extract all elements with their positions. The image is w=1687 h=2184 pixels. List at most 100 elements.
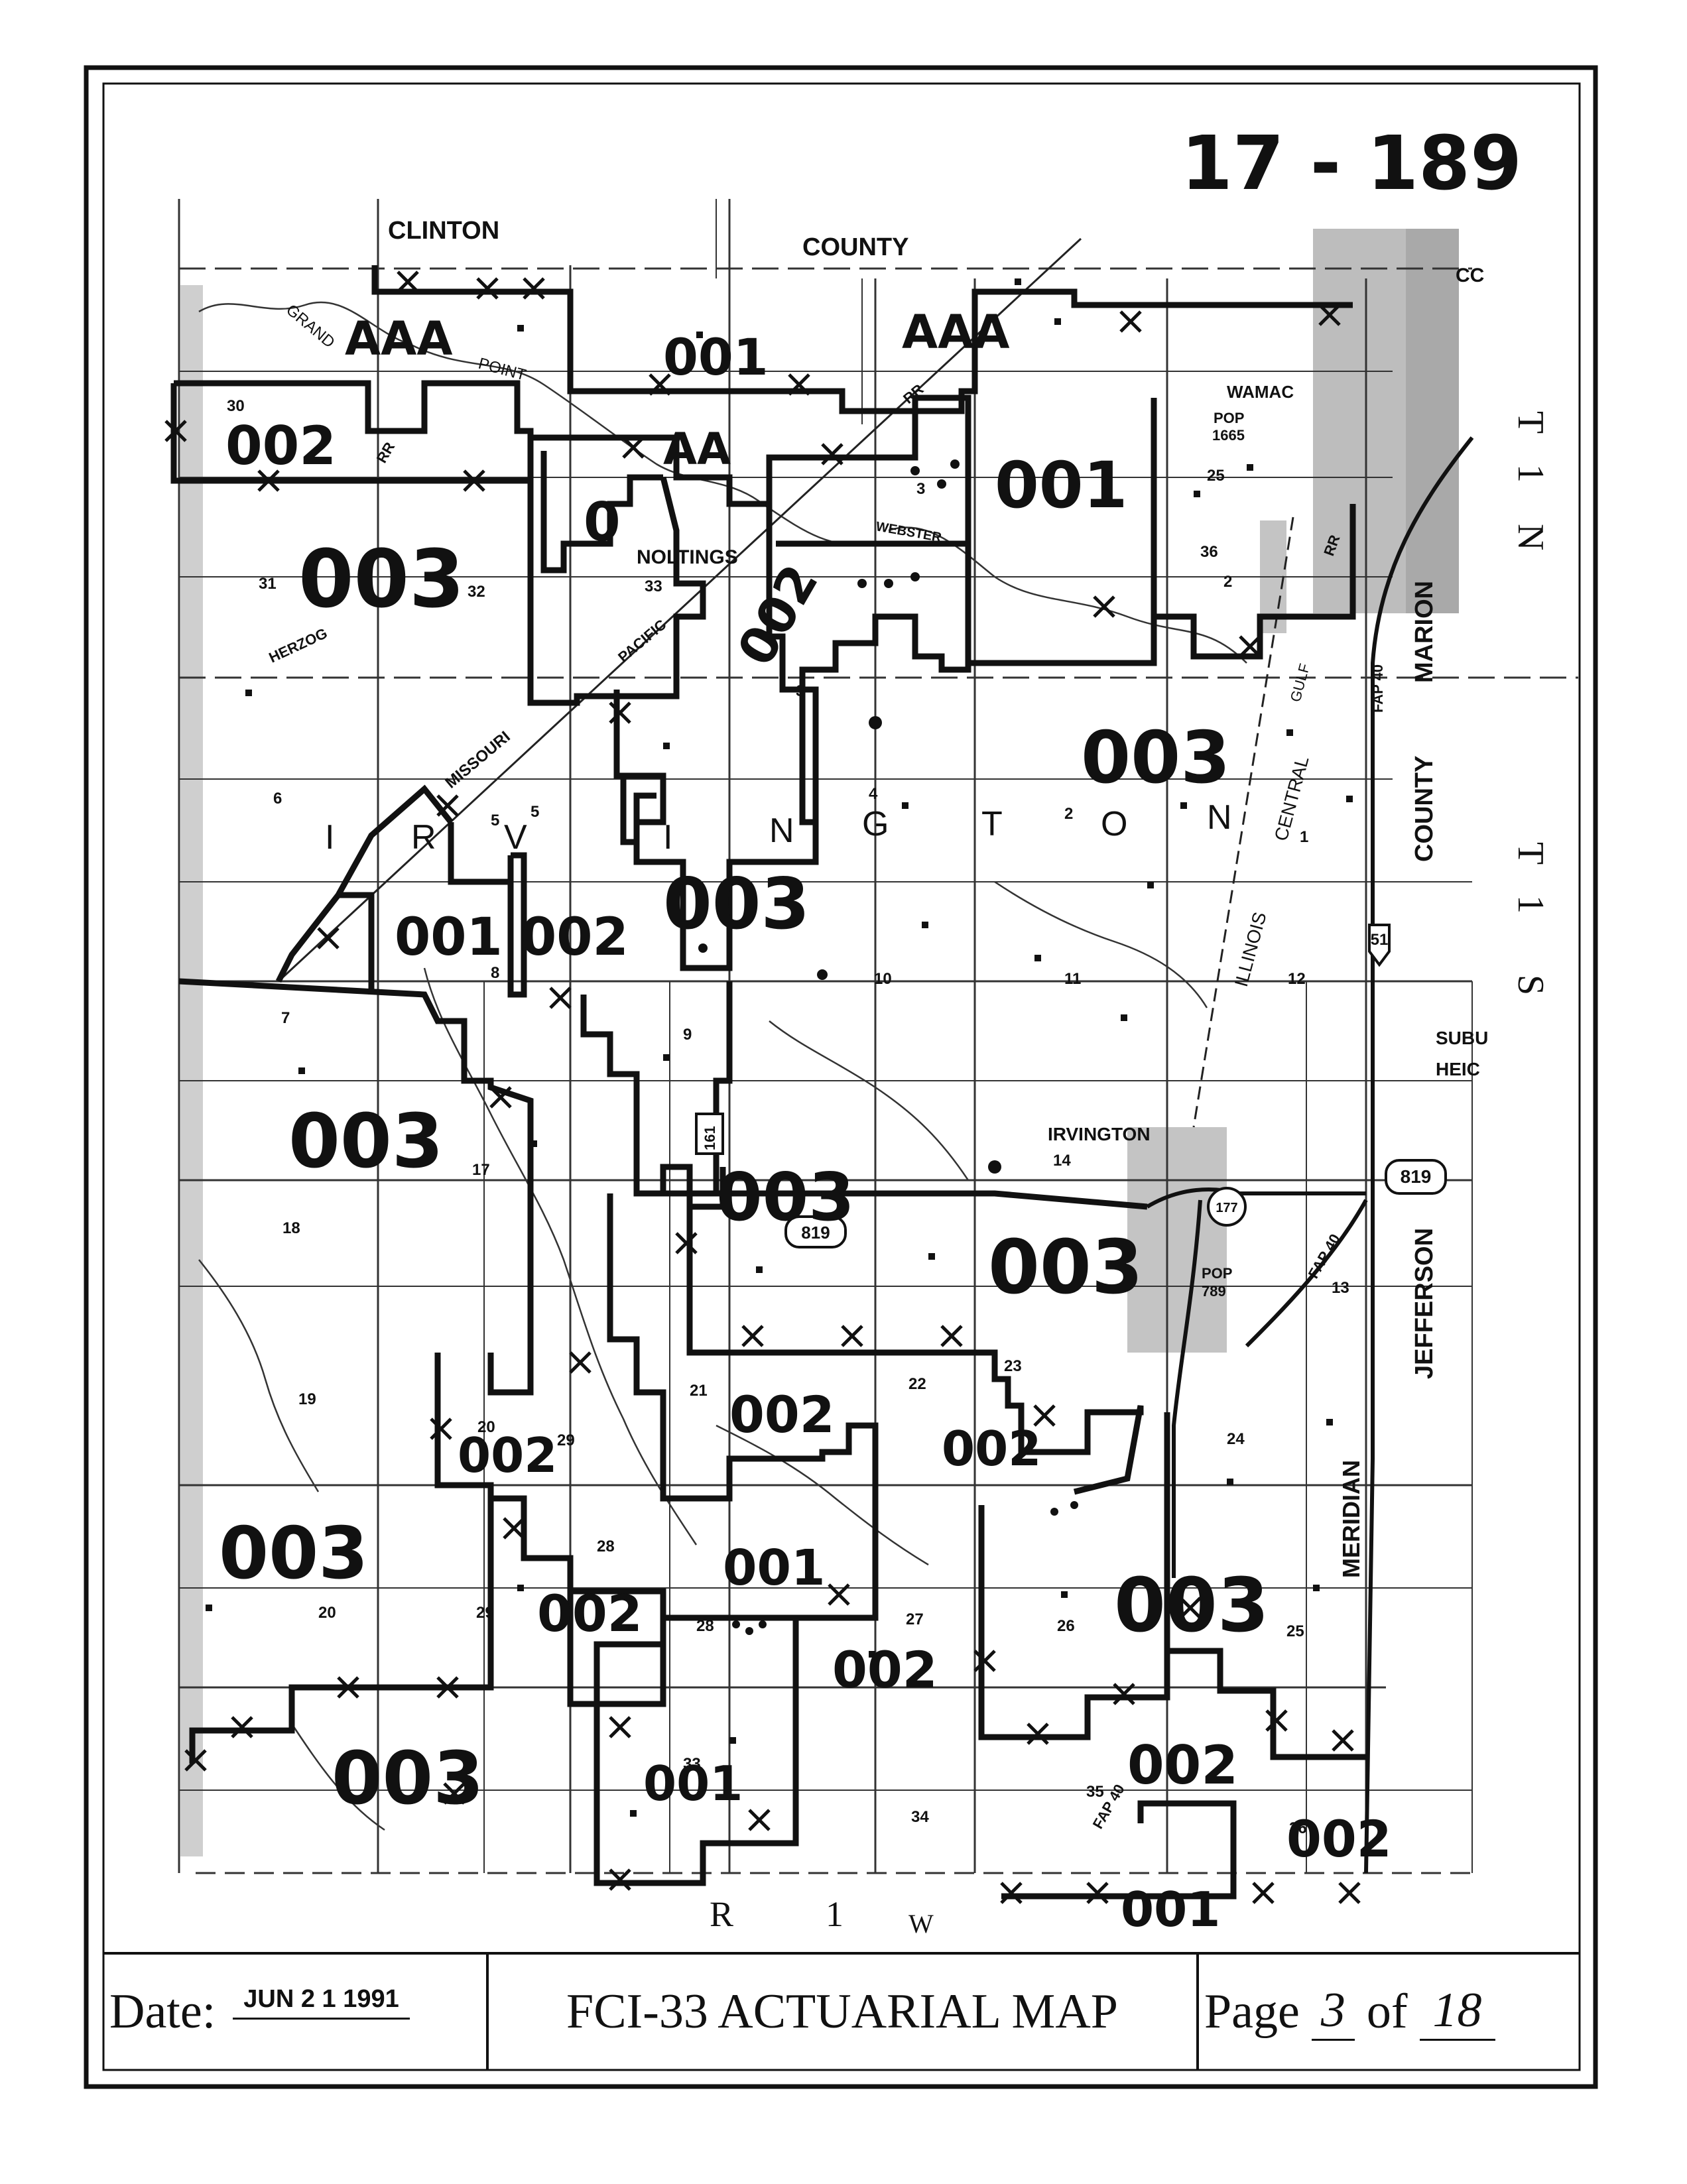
footer-title-cell: FCI-33 ACTUARIAL MAP xyxy=(491,1956,1194,2067)
zone-code: 001 xyxy=(643,1756,743,1811)
zone-code: 003 xyxy=(988,1225,1143,1311)
label-wamac-pop: POP xyxy=(1214,410,1244,426)
label-pacific: PACIFIC xyxy=(615,616,669,666)
label-fap40-a: FAP 40 xyxy=(1369,664,1386,713)
section-number: 25 xyxy=(1286,1622,1304,1640)
zone-code: 0 xyxy=(584,491,621,553)
section-number: 34 xyxy=(911,1808,929,1826)
zone-code: 002 xyxy=(537,1584,643,1643)
zone-code: 002 xyxy=(832,1640,938,1699)
zone-code: 003 xyxy=(663,863,810,945)
footer-page-cell: Page 3 of 18 xyxy=(1202,1956,1573,2067)
section-number: 22 xyxy=(908,1375,926,1393)
label-clinton: CLINTON xyxy=(388,217,499,245)
township-label-t1n: T 1 N xyxy=(1510,411,1551,550)
date-value: JUN 2 1 1991 xyxy=(233,1985,410,2020)
section-number: 30 xyxy=(227,397,245,415)
zone-code: 002 xyxy=(1127,1734,1238,1796)
section-number: 26 xyxy=(1057,1617,1075,1635)
section-number: 32 xyxy=(468,583,485,601)
label-illinois: ILLINOIS xyxy=(1231,910,1271,989)
inner-frame xyxy=(102,82,1581,2071)
r1w-letter: W xyxy=(908,1909,934,1939)
zone-code: 001 xyxy=(995,448,1127,522)
footer-date-cell: Date: JUN 2 1 1991 xyxy=(109,1956,484,2067)
r1w-letter: R xyxy=(710,1894,733,1934)
label-rr-1: RR xyxy=(373,439,399,465)
label-grand: GRAND xyxy=(282,301,338,351)
zone-code: 002 xyxy=(725,555,829,676)
section-number: 36 xyxy=(1200,543,1218,561)
section-number: 33 xyxy=(683,1755,701,1773)
section-number: 10 xyxy=(874,970,892,988)
section-number: 6 xyxy=(273,790,282,808)
t1n-letter: 1 xyxy=(1510,464,1551,483)
map-title: FCI-33 ACTUARIAL MAP xyxy=(566,1984,1118,2039)
label-meridian: MERIDIAN xyxy=(1338,1460,1365,1578)
township-letter: V xyxy=(504,818,527,857)
section-number: 36 xyxy=(1289,1819,1307,1837)
page-number: 3 xyxy=(1311,1982,1355,2041)
zone-code: 003 xyxy=(288,1099,444,1185)
township-letter: N xyxy=(769,812,794,850)
outer-frame xyxy=(84,65,1598,2089)
section-number: 5 xyxy=(491,812,499,829)
label-irvington-pop-value: 789 xyxy=(1202,1283,1226,1300)
label-herzog: HERZOG xyxy=(267,625,330,666)
zone-code: 002 xyxy=(458,1427,557,1483)
zone-codes: AAA 001 AAA 002 AA 001 003 002 003 0 003… xyxy=(219,305,1392,1937)
section-number: 12 xyxy=(1288,970,1306,988)
highway-shields xyxy=(695,924,1447,1248)
township-letter: R xyxy=(411,818,436,857)
label-county-right: COUNTY xyxy=(1410,756,1438,862)
section-number: 1 xyxy=(1300,828,1308,846)
section-number: 3 xyxy=(796,682,804,700)
section-number: 5 xyxy=(531,803,539,821)
township-letter: O xyxy=(1101,805,1127,843)
township-letter: T xyxy=(981,805,1003,843)
zone-code: 003 xyxy=(1114,1563,1269,1649)
zone-code: 003 xyxy=(716,1158,855,1236)
section-number: 9 xyxy=(683,1026,692,1044)
zone-code: 002 xyxy=(1286,1809,1392,1868)
boundary-crossmarks xyxy=(164,271,1361,1904)
zone-code: AAA xyxy=(345,312,453,366)
section-number: 18 xyxy=(282,1219,300,1237)
section-number: 29 xyxy=(557,1431,575,1449)
label-route-177: 177 xyxy=(1216,1201,1237,1215)
t1n-letter: T xyxy=(1510,411,1551,434)
label-heights: HEIC xyxy=(1436,1059,1480,1079)
range-label-r1w: R 1 W xyxy=(710,1894,934,1939)
label-missouri: MISSOURI xyxy=(442,728,514,792)
zone-code: 001 xyxy=(395,908,503,967)
page-of: of xyxy=(1366,1984,1408,2039)
zone-code: AAA xyxy=(902,305,1010,359)
label-wamac-pop-value: 1665 xyxy=(1212,427,1245,444)
section-number: 14 xyxy=(1053,1152,1071,1170)
section-number: 13 xyxy=(1332,1279,1349,1297)
t1s-letter: T xyxy=(1510,842,1551,865)
date-label: Date: xyxy=(109,1984,216,2039)
label-wamac: WAMAC xyxy=(1227,382,1294,402)
zone-code: 003 xyxy=(219,1512,368,1595)
label-noltings: NOLTINGS xyxy=(637,546,738,568)
label-route-161: 161 xyxy=(702,1126,718,1150)
section-number: 8 xyxy=(491,964,499,982)
section-number: 23 xyxy=(1004,1357,1022,1375)
zone-code: 003 xyxy=(1081,717,1230,800)
township-letter: G xyxy=(862,805,889,843)
r1w-letter: 1 xyxy=(826,1894,844,1934)
t1s-letter: 1 xyxy=(1510,895,1551,914)
section-number: 2 xyxy=(1064,805,1073,823)
label-route-819-b: 819 xyxy=(801,1223,830,1243)
section-number: 29 xyxy=(476,1604,494,1622)
zone-code: 003 xyxy=(298,534,465,626)
section-number: 28 xyxy=(597,1538,615,1555)
label-irvington-town: IRVINGTON xyxy=(1048,1124,1151,1144)
label-county-top: COUNTY xyxy=(802,233,908,261)
zone-code: 001 xyxy=(663,328,769,387)
zone-code: 002 xyxy=(225,415,336,477)
section-number: 24 xyxy=(1227,1430,1245,1448)
t1s-letter: S xyxy=(1510,975,1551,995)
